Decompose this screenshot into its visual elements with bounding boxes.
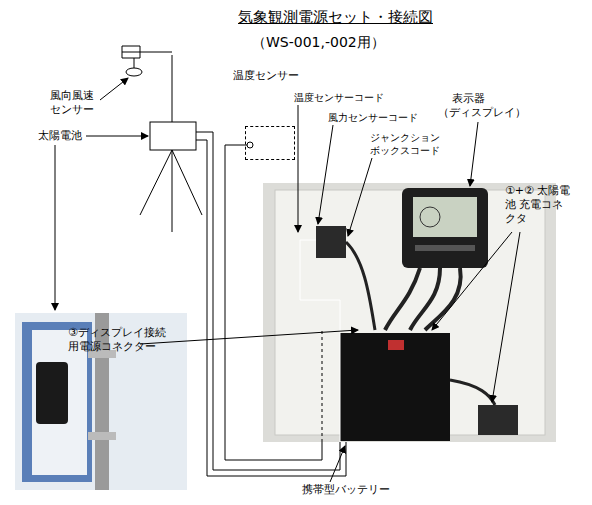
callout-label: 温度センサーコード [294, 92, 384, 105]
callout-label: ジャンクション ボックスコード [370, 132, 446, 157]
hidden-wire [322, 330, 323, 442]
callout-label: 携帯型バッテリー [302, 483, 390, 497]
display-cables [385, 268, 461, 330]
display-buttons [415, 245, 475, 251]
junction-box [316, 226, 346, 258]
charge-connector [478, 405, 518, 435]
callout-label: 表示器 [452, 92, 485, 106]
callout-label: ①+② 太陽電池 充電コネクタ [505, 184, 573, 225]
sensor-box: 温度センサー [245, 126, 295, 160]
charge-cable [450, 380, 495, 405]
leader-arrow [348, 158, 372, 236]
solar-wire [196, 132, 340, 470]
tripod-leg [172, 150, 202, 215]
callout-label: 風力センサーコード [328, 112, 418, 125]
leader-arrow [298, 105, 299, 232]
display-unit [402, 188, 488, 268]
leader-arrow [318, 125, 333, 224]
leader-arrow [55, 145, 56, 310]
pipe [95, 313, 109, 490]
solar-panel [150, 122, 196, 150]
leader-arrow [100, 78, 128, 100]
callout-label: 風向風速 センサー [50, 89, 102, 117]
leader-arrow [330, 446, 345, 482]
leader-arrow [432, 232, 512, 330]
leader-arrow [86, 136, 148, 137]
anemometer-cups [126, 68, 142, 76]
sensor-arm [122, 52, 172, 53]
solar-module [36, 362, 68, 424]
junction-cable [346, 242, 375, 330]
portable-battery [340, 333, 450, 441]
clamp [88, 432, 116, 440]
tripod-leg [140, 150, 172, 215]
callout-label: 太陽電池 [38, 129, 82, 143]
anemometer-stem [134, 58, 135, 68]
panel-photo [15, 313, 187, 490]
display-dial [420, 207, 440, 227]
battery-indicator [388, 340, 404, 350]
wire-in-photo [300, 240, 340, 442]
sensor-probe [247, 142, 253, 148]
callout-label: ③ディスプレイ接続 用電源コネクター [68, 326, 172, 354]
leader-arrow [470, 122, 478, 186]
leader-arrow [492, 232, 520, 402]
temperature-wire [225, 145, 322, 460]
wind-vane [122, 46, 140, 58]
display-screen [413, 197, 477, 237]
diagram-title: 気象観測電源セット・接続図 [238, 8, 433, 27]
leader-arrow [140, 330, 358, 344]
callout-label: （ディスプレイ） [438, 106, 526, 120]
callout-label: （WS-001,-002用） [252, 34, 385, 52]
node-label: 温度センサー [233, 69, 299, 83]
